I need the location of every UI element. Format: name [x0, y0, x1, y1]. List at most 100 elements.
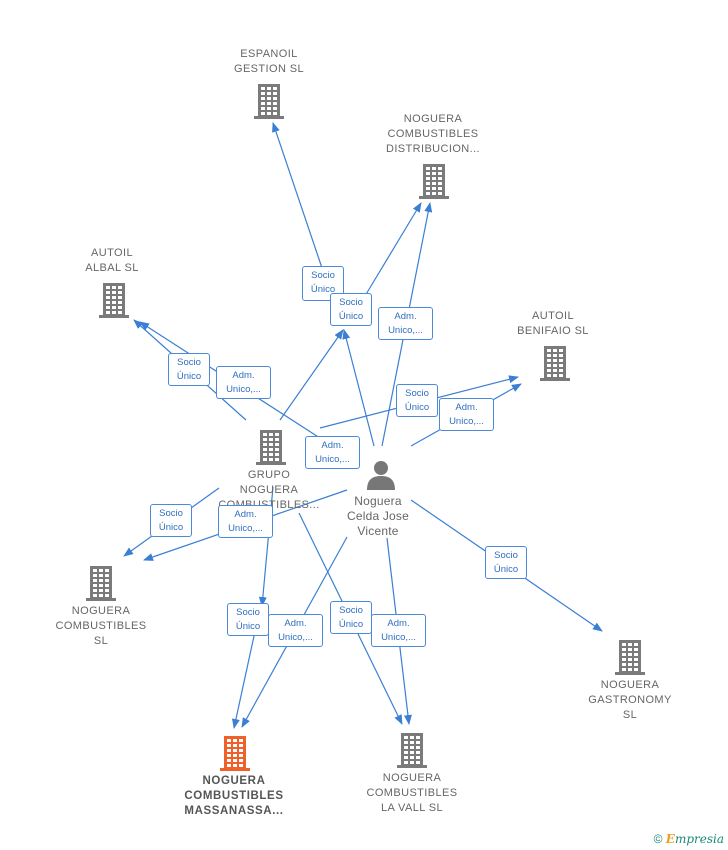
node-label-line: NOGUERA — [600, 679, 660, 691]
node-label-line: AUTOIL — [91, 247, 133, 259]
edge-label-adm-unico[interactable]: Adm. Unico,... — [218, 505, 273, 538]
edge-label-line: Único — [338, 311, 364, 322]
node-label: NOGUERA GASTRONOMY SL — [570, 678, 690, 723]
node-label: ESPANOIL GESTION SL — [219, 47, 319, 77]
node-label-line: COMBUSTIBLES — [366, 787, 458, 799]
building-icon — [256, 430, 286, 465]
node-label-line: GESTION SL — [233, 63, 305, 75]
edge-label-adm-unico[interactable]: Adm. Unico,... — [305, 436, 360, 469]
node-label-line: Vicente — [357, 524, 399, 538]
edge-label-line: Unico,... — [315, 454, 350, 465]
edge-label-line: Unico,... — [381, 632, 416, 643]
node-label-line: NOGUERA — [71, 605, 131, 617]
node-label: AUTOIL ALBAL SL — [62, 246, 162, 276]
building-icon — [419, 164, 449, 199]
node-label-line: Celda Jose — [346, 509, 410, 523]
copyright-footer: © Empresia — [654, 832, 724, 846]
node-label-line: COMBUSTIBLES — [184, 790, 284, 802]
node-label-line: COMBUSTIBLES... — [209, 498, 329, 510]
person-icon — [367, 461, 395, 490]
edge-label-line: Único — [493, 564, 519, 575]
node-label-line: GRUPO — [247, 469, 291, 481]
edge-label-line: Socio — [311, 270, 335, 281]
copyright-icon: © — [653, 832, 663, 846]
edge-label-socio-unico[interactable]: Socio Único — [302, 266, 344, 301]
node-label: GRUPO NOGUERA COMBUSTIBLES... — [209, 468, 329, 510]
edge-label-line: Adm. — [321, 440, 344, 451]
edge-label-line: Socio — [236, 607, 260, 618]
edge-label-line: Adm. — [234, 509, 257, 520]
edge-line — [279, 329, 344, 421]
node-label: AUTOIL BENIFAIO SL — [503, 309, 603, 339]
node-label-line: SL — [622, 709, 638, 721]
edge-label-line: Adm. — [232, 370, 255, 381]
edge-label-socio-unico[interactable]: Socio Único — [396, 384, 438, 417]
node-label: NOGUERA COMBUSTIBLES SL — [41, 604, 161, 649]
node-label-line: COMBUSTIBLES — [55, 620, 147, 632]
edge-label-socio-unico[interactable]: Socio Único — [330, 293, 372, 326]
edge-label-socio-unico[interactable]: Socio Único — [485, 546, 527, 579]
edge-label-line: Socio — [494, 550, 518, 561]
edge-label-line: Socio — [177, 357, 201, 368]
node-label-line: MASSANASSA... — [184, 805, 284, 817]
building-icon — [99, 283, 129, 318]
edge-label-adm-unico[interactable]: Adm. Unico,... — [378, 307, 433, 340]
building-icon — [254, 84, 284, 119]
edge-label-line: Adm. — [455, 402, 478, 413]
building-icon — [540, 346, 570, 381]
node-label-line: NOGUERA — [382, 772, 442, 784]
edge-label-line: Único — [235, 621, 261, 632]
empresia-logo: Empresia — [666, 832, 724, 846]
node-label-line: DISTRIBUCION... — [385, 143, 480, 155]
edge-label-line: Único — [338, 619, 364, 630]
edge-line — [272, 122, 323, 269]
edge-label-line: Único — [176, 371, 202, 382]
edge-label-line: Socio — [339, 605, 363, 616]
edge-label-line: Único — [158, 522, 184, 533]
node-label-line: COMBUSTIBLES — [387, 128, 479, 140]
edge-line — [342, 329, 375, 447]
edge-line — [364, 202, 422, 297]
node-label-line: GASTRONOMY — [588, 694, 672, 706]
node-label-line: NOGUERA — [239, 484, 299, 496]
edge-label-line: Unico,... — [278, 632, 313, 643]
node-label: NOGUERA COMBUSTIBLES MASSANASSA... — [168, 774, 300, 819]
edge-label-adm-unico[interactable]: Adm. Unico,... — [371, 614, 426, 647]
node-label-line: LA VALL SL — [380, 802, 444, 814]
edge-label-line: Socio — [339, 297, 363, 308]
edge-line — [232, 635, 255, 729]
node-label-line: Noguera — [354, 494, 402, 508]
edges — [123, 122, 603, 729]
node-label-line: ALBAL SL — [85, 262, 139, 274]
edge-label-adm-unico[interactable]: Adm. Unico,... — [439, 398, 494, 431]
edge-label-line: Adm. — [387, 618, 410, 629]
edge-label-socio-unico[interactable]: Socio Único — [330, 601, 372, 634]
edge-label-socio-unico[interactable]: Socio Único — [168, 353, 210, 386]
logo-initial: E — [665, 832, 675, 846]
node-label-line: ESPANOIL — [240, 48, 298, 60]
node-label: Noguera Celda Jose Vicente — [328, 494, 428, 539]
edge-label-line: Adm. — [284, 618, 307, 629]
edge-label-line: Único — [310, 284, 336, 295]
edge-label-line: Unico,... — [449, 416, 484, 427]
building-icon — [397, 733, 427, 768]
edge-label-line: Socio — [405, 388, 429, 399]
building-icon — [86, 566, 116, 601]
edge-label-line: Socio — [159, 508, 183, 519]
edge-label-adm-unico[interactable]: Adm. Unico,... — [268, 614, 323, 647]
logo-rest: mpresia — [674, 832, 724, 846]
edge-label-socio-unico[interactable]: Socio Único — [150, 504, 192, 537]
node-label-line: SL — [93, 635, 109, 647]
edge-label-line: Adm. — [394, 311, 417, 322]
edge-label-line: Unico,... — [228, 523, 263, 534]
edge-label-adm-unico[interactable]: Adm. Unico,... — [216, 366, 271, 399]
node-label-line: AUTOIL — [532, 310, 574, 322]
edge-label-line: Unico,... — [226, 384, 261, 395]
edge-label-line: Unico,... — [388, 325, 423, 336]
building-icon — [615, 640, 645, 675]
edge-label-socio-unico[interactable]: Socio Único — [227, 603, 269, 636]
node-label: NOGUERA COMBUSTIBLES DISTRIBUCION... — [373, 112, 493, 157]
node-label-line: NOGUERA — [403, 113, 463, 125]
edge-label-line: Único — [404, 402, 430, 413]
node-label-line: BENIFAIO SL — [517, 325, 589, 337]
